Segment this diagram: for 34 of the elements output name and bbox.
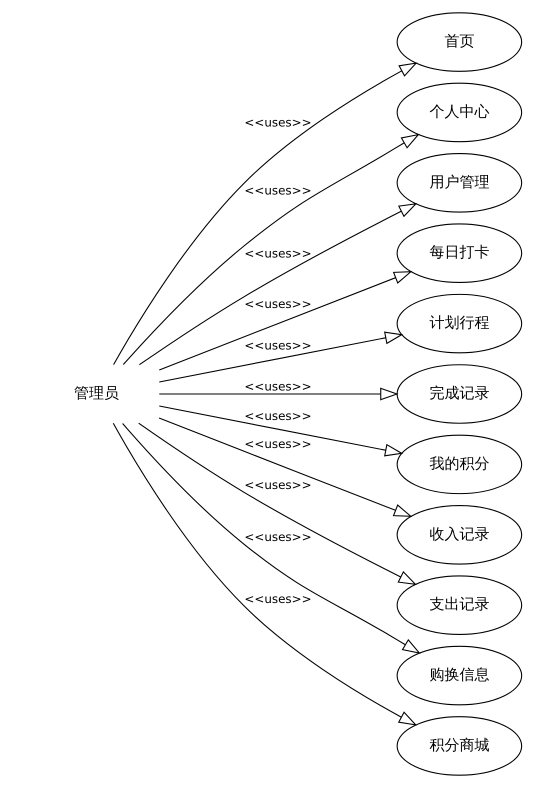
- node-ellipse: 计划行程: [396, 294, 522, 354]
- node-ellipse: 收入记录: [396, 505, 522, 565]
- arrow: [159, 388, 399, 400]
- arrow: [159, 405, 404, 456]
- edge-label: <<uses>>: [244, 380, 312, 394]
- arrow: [122, 134, 420, 365]
- edge-label: <<uses>>: [244, 592, 312, 606]
- edge-label: <<uses>>: [244, 530, 312, 544]
- node-text: 管理员: [74, 384, 120, 402]
- arrow: [159, 332, 404, 383]
- node-ellipse: 积分商城: [396, 716, 522, 776]
- node-ellipse: 支出记录: [396, 575, 522, 635]
- edge-label: <<uses>>: [244, 436, 312, 451]
- edge-label: <<uses>>: [244, 297, 312, 312]
- arrow: [113, 62, 418, 365]
- edge-label: <<uses>>: [244, 408, 312, 423]
- edge-label: <<uses>>: [244, 338, 312, 352]
- node-ellipse: 个人中心: [396, 82, 522, 142]
- arrow: [122, 423, 421, 654]
- arrow: [138, 422, 417, 585]
- arrow: [159, 271, 412, 370]
- arrow: [112, 423, 418, 726]
- node-ellipse: 每日打卡: [396, 223, 522, 283]
- node-ellipse: 购换信息: [396, 646, 522, 706]
- arrow: [158, 418, 412, 517]
- node-ellipse: 首页: [396, 12, 522, 72]
- edge-label: <<uses>>: [244, 478, 312, 492]
- edge-label: <<uses>>: [244, 184, 312, 198]
- node-ellipse: 完成记录: [396, 364, 522, 424]
- arrow: [139, 203, 418, 366]
- edge-label: <<uses>>: [244, 115, 312, 130]
- edge-label: <<uses>>: [244, 246, 312, 260]
- node-ellipse: 用户管理: [396, 153, 522, 213]
- node-ellipse: 我的积分: [396, 434, 522, 494]
